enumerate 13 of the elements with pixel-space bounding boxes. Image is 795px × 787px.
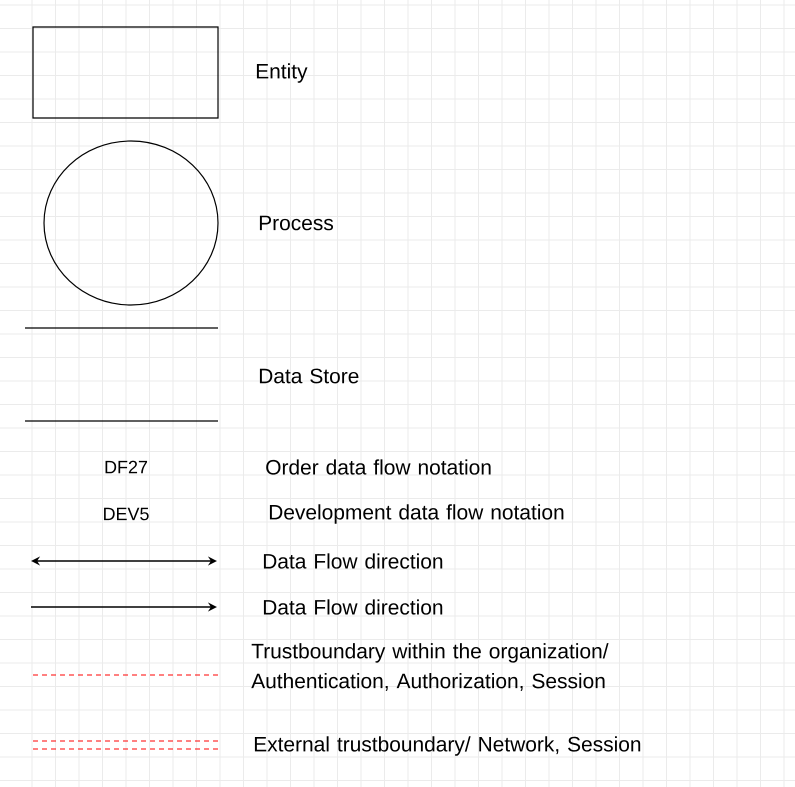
flow-notation-label: DEV5	[104, 508, 149, 520]
legend-label: Data Flow direction	[264, 553, 442, 569]
legend-label: Order data flow notation	[266, 459, 491, 475]
legend-label: Entity	[256, 63, 308, 83]
legend-label: Process	[260, 216, 334, 230]
process-circle	[43, 140, 219, 306]
legend-label: Data Flow direction	[264, 599, 442, 615]
entity-box	[32, 26, 219, 119]
legend-label: External trustboundary/ Network, Session	[254, 736, 640, 756]
flow-notation-label: DF27	[106, 460, 148, 474]
legend-label: Data Store	[260, 368, 358, 384]
legend-label: Development data flow notation	[270, 504, 564, 524]
legend-label: Trustboundary within the organization/ Authentication, Authorization, Session	[251, 643, 609, 691]
